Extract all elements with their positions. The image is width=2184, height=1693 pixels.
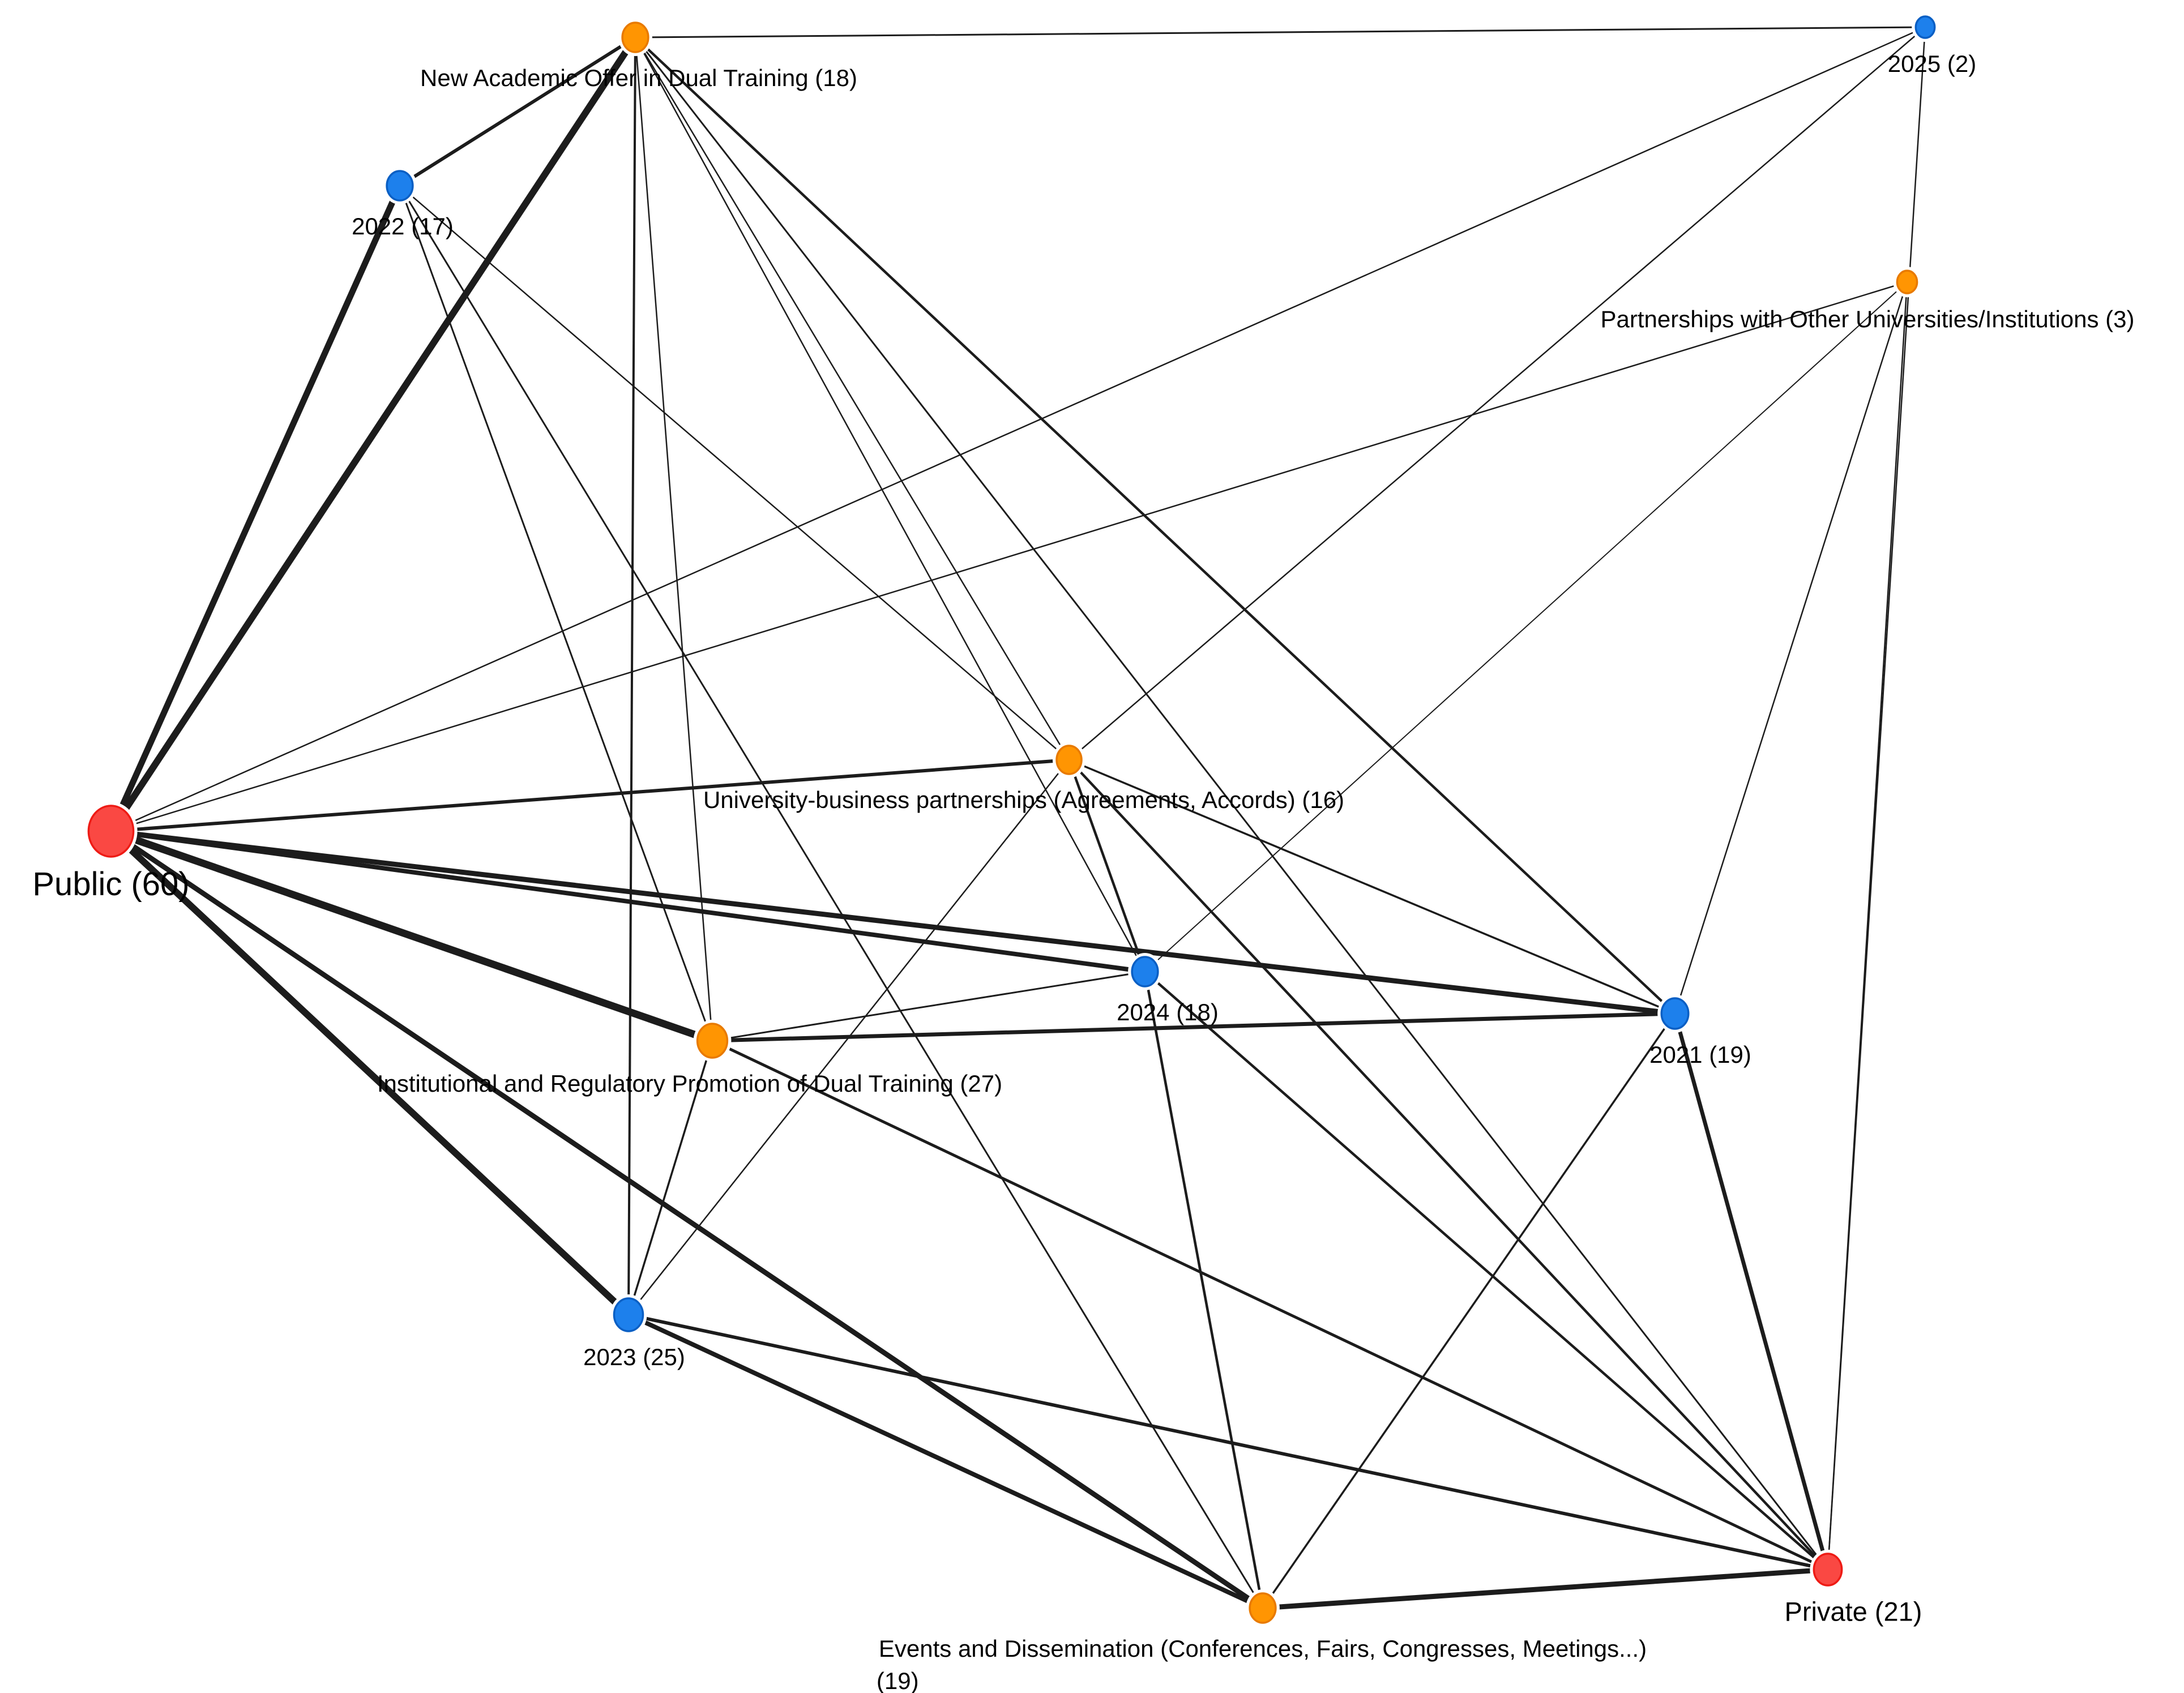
node-group-newacad bbox=[618, 19, 652, 56]
node-label-events-line2: (19) bbox=[877, 1668, 919, 1693]
node-y2023[interactable] bbox=[613, 1297, 644, 1332]
edge-private-ub bbox=[1068, 759, 1829, 1571]
edge-public-newacad bbox=[108, 35, 639, 833]
edge-private-newacad bbox=[634, 37, 1829, 1570]
edge-inst-y2021 bbox=[712, 1011, 1676, 1043]
node-group-private bbox=[1810, 1550, 1846, 1589]
labels-layer: New Academic Offer in Dual Training (18)… bbox=[32, 50, 2134, 1693]
node-label-private: Private (21) bbox=[1785, 1597, 1922, 1627]
edge-partnerships-y2021 bbox=[1674, 281, 1908, 1014]
node-inst[interactable] bbox=[696, 1023, 729, 1059]
edge-newacad-ub bbox=[634, 37, 1070, 760]
node-partnerships[interactable] bbox=[1896, 270, 1918, 294]
node-group-public bbox=[84, 802, 138, 861]
node-group-inst bbox=[693, 1020, 732, 1062]
edge-events-y2023 bbox=[627, 1312, 1264, 1610]
edge-public-events bbox=[109, 829, 1264, 1610]
edge-private-inst bbox=[711, 1039, 1829, 1571]
edge-events-y2022 bbox=[399, 185, 1264, 1609]
edge-inst-y2022 bbox=[399, 185, 713, 1041]
node-private[interactable] bbox=[1813, 1553, 1843, 1587]
edge-ub-y2025 bbox=[1069, 27, 1926, 760]
edge-events-y2024 bbox=[1143, 971, 1264, 1609]
edge-partnerships-y2024 bbox=[1144, 281, 1908, 972]
edge-private-y2021 bbox=[1673, 1013, 1830, 1570]
edge-private-y2024 bbox=[1144, 971, 1829, 1571]
node-label-y2024: 2024 (18) bbox=[1117, 999, 1219, 1025]
node-group-y2025 bbox=[1912, 12, 1939, 42]
node-group-y2024 bbox=[1128, 953, 1162, 990]
node-group-y2022 bbox=[383, 167, 417, 204]
node-public[interactable] bbox=[87, 805, 135, 858]
node-ub[interactable] bbox=[1055, 745, 1083, 775]
edge-events-y2021 bbox=[1262, 1013, 1676, 1609]
node-group-events bbox=[1246, 1589, 1280, 1627]
node-label-inst: Institutional and Regulatory Promotion o… bbox=[377, 1070, 1002, 1097]
edge-ub-y2022 bbox=[399, 185, 1070, 760]
edge-public-y2021 bbox=[110, 828, 1676, 1016]
node-y2025[interactable] bbox=[1914, 15, 1936, 39]
nodes-layer bbox=[84, 12, 1939, 1627]
node-label-y2022: 2022 (17) bbox=[352, 213, 454, 240]
node-y2021[interactable] bbox=[1660, 997, 1690, 1030]
edge-ub-y2021 bbox=[1069, 759, 1676, 1015]
node-label-events-line1: Events and Dissemination (Conferences, F… bbox=[879, 1635, 1647, 1662]
edge-private-events bbox=[1262, 1567, 1828, 1611]
node-label-y2021: 2021 (19) bbox=[1649, 1041, 1751, 1068]
edges-layer bbox=[108, 26, 1926, 1611]
edge-private-y2025 bbox=[1827, 27, 1926, 1570]
edge-public-partnerships bbox=[110, 281, 1908, 832]
node-y2022[interactable] bbox=[386, 170, 414, 202]
node-group-y2023 bbox=[610, 1294, 647, 1335]
edge-public-y2022 bbox=[108, 184, 403, 833]
node-label-ub: University-business partnerships (Agreem… bbox=[703, 786, 1344, 813]
node-label-partnerships: Partnerships with Other Universities/Ins… bbox=[1600, 306, 2134, 332]
edge-public-y2025 bbox=[110, 26, 1926, 832]
edge-ub-y2024 bbox=[1067, 759, 1147, 972]
edge-public-inst bbox=[109, 827, 714, 1045]
node-y2024[interactable] bbox=[1131, 956, 1159, 987]
edge-inst-y2023 bbox=[627, 1040, 713, 1315]
node-label-y2023: 2023 (25) bbox=[583, 1344, 685, 1370]
node-label-y2025: 2025 (2) bbox=[1888, 50, 1976, 77]
edge-public-ub bbox=[110, 758, 1070, 833]
edge-public-y2024 bbox=[110, 829, 1146, 974]
edge-public-y2023 bbox=[108, 828, 631, 1318]
node-group-partnerships bbox=[1893, 267, 1921, 297]
edge-ub-y2023 bbox=[628, 759, 1070, 1315]
edge-newacad-y2023 bbox=[627, 37, 636, 1315]
edge-newacad-y2022 bbox=[399, 36, 636, 187]
node-newacad[interactable] bbox=[621, 22, 649, 53]
node-group-y2021 bbox=[1657, 994, 1693, 1033]
edge-newacad-y2025 bbox=[635, 26, 1926, 39]
edge-private-y2023 bbox=[628, 1313, 1828, 1571]
node-group-ub bbox=[1053, 742, 1085, 778]
edge-newacad-y2021 bbox=[634, 36, 1676, 1015]
node-label-public: Public (60) bbox=[32, 866, 189, 903]
node-label-newacad: New Academic Offer in Dual Training (18) bbox=[420, 65, 857, 91]
node-events[interactable] bbox=[1249, 1592, 1277, 1624]
edge-newacad-y2024 bbox=[634, 37, 1146, 972]
edge-inst-y2024 bbox=[712, 971, 1146, 1042]
edge-newacad-inst bbox=[634, 37, 713, 1041]
